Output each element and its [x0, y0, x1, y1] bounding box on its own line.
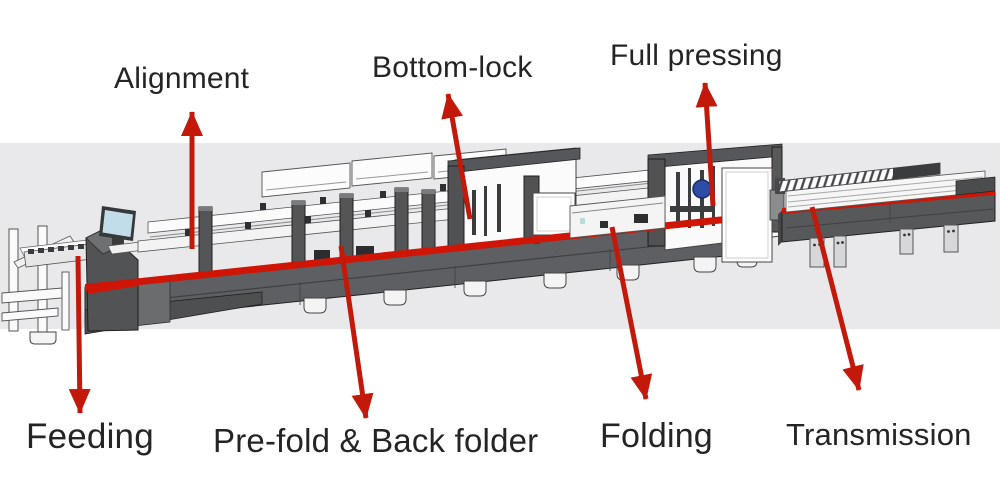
label-bottom-lock: Bottom-lock [372, 51, 533, 84]
full-pressing-door [721, 167, 773, 263]
label-transmission: Transmission [786, 417, 972, 452]
label-alignment: Alignment [114, 62, 250, 95]
arrow-transmission [809, 206, 864, 391]
arrow-feeding [68, 255, 91, 414]
operator-monitor [99, 206, 145, 255]
arrow-pre-fold [338, 245, 374, 419]
bottom-lock-tower [447, 147, 581, 252]
label-feeding: Feeding [26, 417, 154, 456]
arrow-full-pressing [695, 82, 718, 207]
arrow-folding [609, 226, 653, 400]
folding-conveyor [569, 195, 666, 239]
blue-knob [692, 179, 712, 199]
label-folding: Folding [600, 417, 713, 455]
feeder-section [1, 206, 145, 345]
transmission-conveyor [769, 162, 996, 268]
arrow-bottom-lock [441, 93, 473, 220]
label-full-pressing: Full pressing [610, 39, 783, 72]
annotation-arrows [68, 82, 864, 419]
label-pre-fold-back-folder: Pre-fold & Back folder [213, 422, 539, 459]
